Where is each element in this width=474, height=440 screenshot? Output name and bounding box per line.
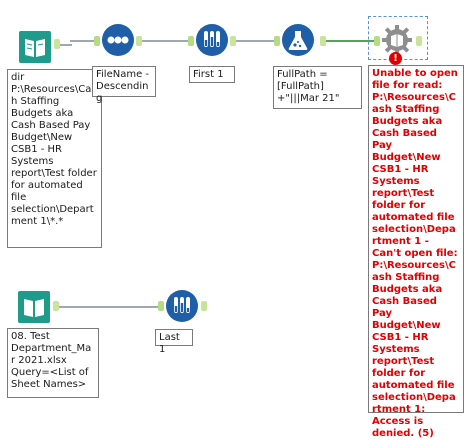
sort-annotation: FileName - Descending — [92, 66, 156, 104]
sort-tool[interactable] — [101, 23, 135, 57]
input-anchor[interactable] — [188, 36, 194, 46]
output-anchor[interactable] — [230, 36, 236, 46]
directory-input-tool[interactable] — [18, 30, 52, 64]
formula-flask-icon — [282, 24, 314, 56]
sample-first-annotation: First 1 — [189, 66, 235, 83]
input-anchor[interactable] — [374, 36, 380, 46]
dynamic-input-gear-icon — [382, 25, 412, 55]
output-anchor[interactable] — [53, 301, 59, 311]
connector-sort-to-sample[interactable] — [138, 40, 190, 42]
connector-input2-to-sample2[interactable] — [58, 306, 162, 308]
input-anchor[interactable] — [274, 36, 280, 46]
sample-last-annotation: Last 1 — [155, 329, 193, 355]
connector-sample-to-formula[interactable] — [232, 40, 276, 42]
sample-last-tool[interactable] — [165, 289, 199, 323]
excel-input-tool[interactable] — [17, 290, 51, 324]
output-anchor[interactable] — [201, 301, 207, 311]
connector-input-to-sort[interactable] — [60, 44, 72, 46]
output-anchor[interactable] — [136, 36, 142, 46]
input-anchor[interactable] — [94, 36, 100, 46]
directory-input-annotation: dir P:\Resources\Cash Staffing Budgets a… — [7, 69, 102, 248]
sample-tubes-icon — [196, 24, 228, 56]
output-anchor[interactable] — [54, 39, 60, 49]
directory-book-icon — [19, 31, 51, 63]
connector-input-to-sort-b[interactable] — [70, 40, 96, 42]
dynamic-input-error-annotation: Unable to open file for read: P:\Resourc… — [368, 65, 464, 439]
sample-tubes-icon — [166, 290, 198, 322]
dynamic-input-tool[interactable] — [380, 23, 414, 57]
error-badge-icon: ! — [389, 52, 402, 65]
output-anchor[interactable] — [416, 36, 422, 46]
sample-first-tool[interactable] — [195, 23, 229, 57]
sort-icon — [102, 24, 134, 56]
input-book-icon — [18, 291, 50, 323]
excel-input-annotation: 08. Test Department_Mar 2021.xlsx Query=… — [7, 328, 99, 398]
input-anchor[interactable] — [158, 301, 164, 311]
formula-annotation: FullPath = [FullPath] +"|||Mar 21" — [273, 66, 362, 109]
formula-tool[interactable] — [281, 23, 315, 57]
output-anchor[interactable] — [320, 36, 326, 46]
connector-formula-to-dynamic-input[interactable] — [326, 40, 378, 42]
